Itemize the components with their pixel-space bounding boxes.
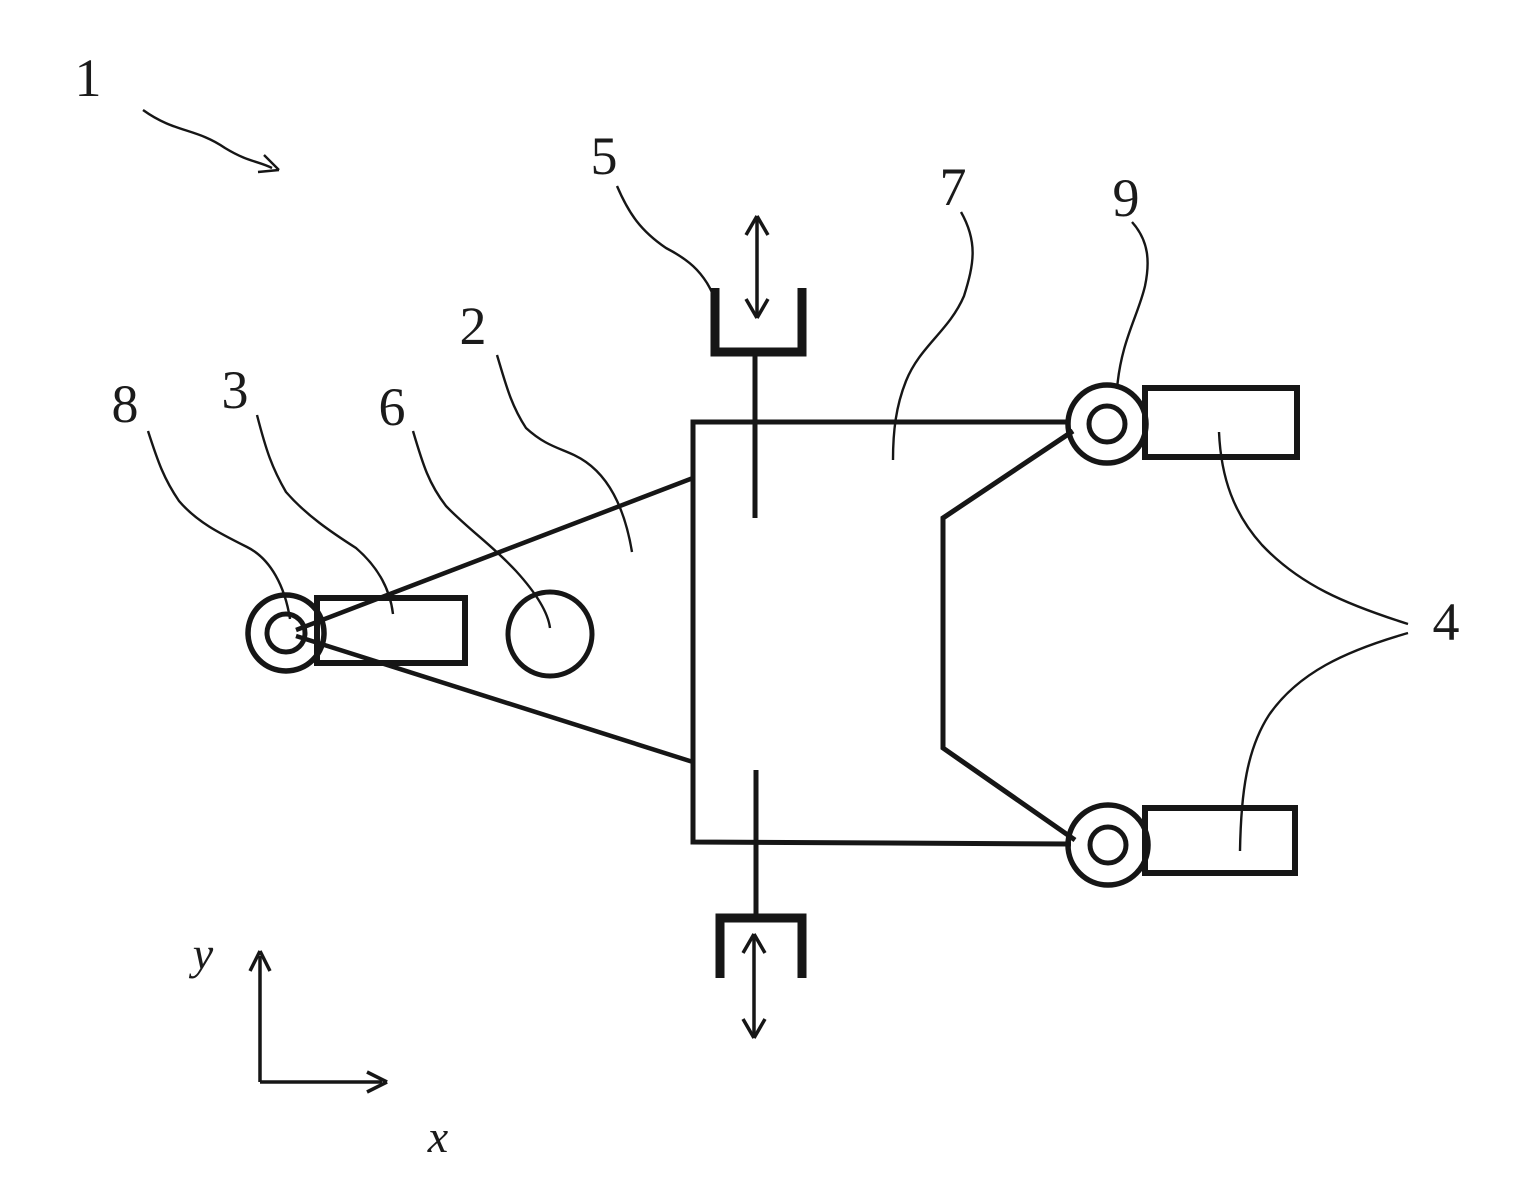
assembly-arrowhead [263, 154, 280, 171]
left-wheel-arm-box [314, 595, 468, 666]
bottom-right-wheel-outer [1065, 802, 1151, 888]
left-wheel-outer [245, 592, 327, 674]
bottom-right-wheel-hub [1087, 824, 1129, 866]
top-actuator-bracket [710, 288, 807, 357]
leader-line-5 [615, 185, 715, 300]
top-actuator [710, 215, 807, 518]
body-wheel-mount-notch [940, 428, 1077, 843]
steering-joint-circle [505, 589, 595, 679]
drawbar-frame [295, 475, 694, 765]
bottom-right-wheel-box [1142, 805, 1298, 876]
ref-label-5: 5 [591, 126, 618, 186]
drawbar-upper-strut [295, 475, 694, 633]
ref-label-8: 8 [112, 374, 139, 434]
ref-label-3: 3 [222, 360, 249, 420]
bottom-motion-arrow [741, 933, 767, 1039]
top-right-wheel-outer [1065, 382, 1149, 466]
leader-line-7 [891, 211, 974, 461]
leader-line-9 [1115, 221, 1149, 390]
y-axis-label: y [189, 928, 214, 979]
top-right-wheel-hub [1086, 403, 1128, 445]
top-right-wheel-assembly [1065, 382, 1300, 466]
assembly-arrowhead [257, 168, 280, 174]
leader-line-8 [146, 430, 292, 620]
ref-label-7: 7 [940, 157, 967, 217]
ref-label-2: 2 [460, 296, 487, 356]
leader-line-4-upper [1217, 431, 1409, 626]
x-axis-arrowhead [366, 1070, 388, 1084]
coordinate-axes: y x [189, 928, 449, 1162]
ref-label-4: 4 [1433, 592, 1460, 652]
assembly-arrow-shaft [142, 109, 273, 170]
leader-line-4-lower [1238, 631, 1409, 852]
left-wheel-assembly [245, 592, 468, 674]
vehicle-body [690, 419, 1077, 847]
x-axis-arrowhead [366, 1080, 388, 1094]
leader-line-2 [495, 354, 634, 553]
y-axis-arrowhead [248, 950, 262, 972]
top-motion-arrow [744, 215, 770, 319]
ref-label-9: 9 [1113, 168, 1140, 228]
bottom-actuator [715, 770, 807, 1039]
x-axis-label: x [427, 1111, 449, 1162]
leader-line-3 [255, 414, 395, 615]
leader-line-6 [411, 430, 552, 629]
left-wheel-hub [264, 611, 308, 655]
bottom-actuator-bracket [715, 913, 807, 978]
ref-label-6: 6 [379, 377, 406, 437]
body-outline [690, 419, 1072, 847]
bottom-right-wheel-assembly [1065, 802, 1298, 888]
drawbar-lower-strut [295, 633, 694, 765]
y-axis-arrowhead [258, 950, 272, 972]
ref-label-1: 1 [75, 48, 102, 108]
assembly-reference: 1 [75, 48, 280, 174]
reference-labels: 2 3 4 5 6 7 8 9 [112, 126, 1460, 852]
